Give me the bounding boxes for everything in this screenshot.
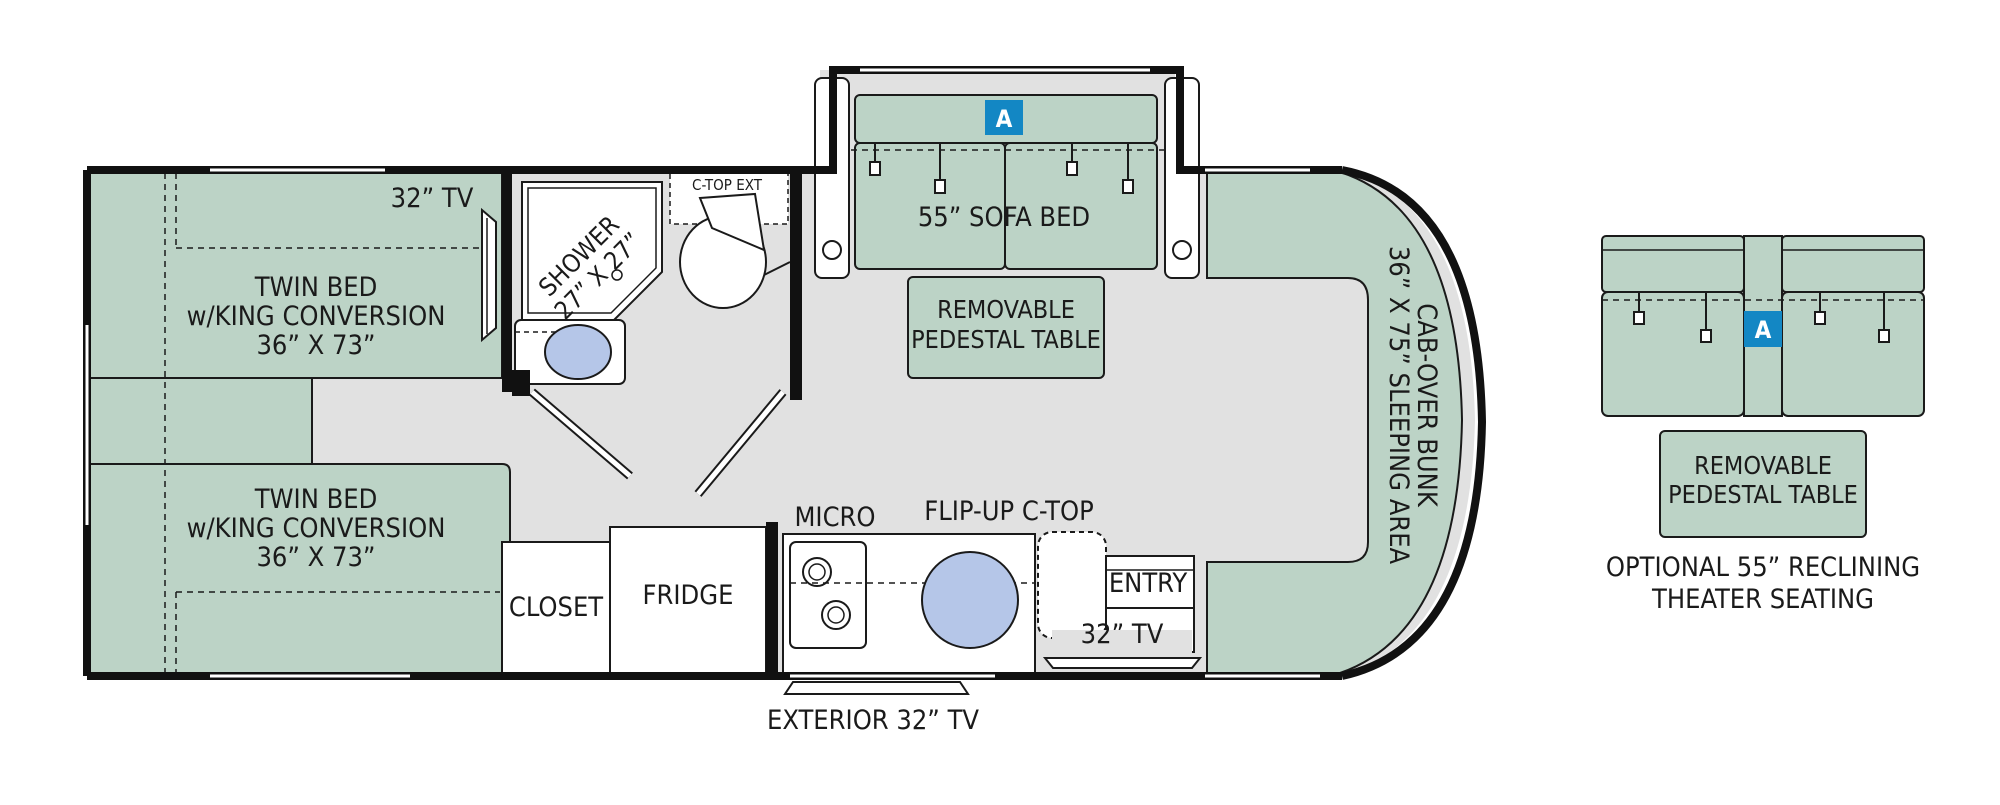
- shower-drain-icon: [611, 269, 623, 281]
- burner-1-icon: [802, 557, 832, 587]
- fridge: [609, 526, 767, 676]
- twin-bed-bottom-label-2: w/KING CONVERSION: [187, 513, 446, 544]
- windows: [85, 68, 1320, 678]
- theater-seat-right: [1781, 291, 1925, 417]
- toilet-tank-icon: [698, 192, 766, 252]
- entry-tv-icon: [1042, 657, 1203, 669]
- twin-bed-top-label-3: 36” X 73”: [256, 330, 375, 361]
- sofa-badge: [985, 100, 1023, 135]
- burner-2-icon: [821, 600, 851, 630]
- bathroom: SHOWER 27” X 27” C-TOP EXT: [512, 170, 808, 497]
- optional-table-label-2: PEDESTAL TABLE: [1668, 480, 1858, 509]
- cab-over-label-2: 36” X 75” SLEEPING AREA: [1383, 246, 1414, 565]
- galley: MICRO FLIP-UP C-TOP: [782, 496, 1107, 675]
- theater-badge: [1744, 311, 1782, 347]
- entry: ENTRY 32” TV: [1042, 555, 1203, 669]
- shower: [521, 181, 663, 321]
- cab-over-label-1: CAB-OVER BUNK: [1411, 303, 1442, 508]
- micro-label: MICRO: [794, 502, 875, 533]
- sofa-bed-seat-right: [1004, 142, 1158, 270]
- optional-caption-2: THEATER SEATING: [1651, 584, 1874, 615]
- bath-sink-icon: [544, 324, 612, 380]
- pedestal-table: REMOVABLE PEDESTAL TABLE: [907, 276, 1105, 379]
- ctop-ext-label: C-TOP EXT: [692, 176, 763, 194]
- galley-sink-icon: [921, 551, 1019, 649]
- optional-theater-seating: A REMOVABLE PEDESTAL TABLE OPTIONAL 55” …: [1601, 235, 1925, 615]
- bedroom-tv-icon: [481, 207, 497, 343]
- fridge-label: FRIDGE: [643, 580, 734, 611]
- twin-bed-top-label-1: TWIN BED: [254, 272, 378, 303]
- twin-bed-bottom-label-3: 36” X 73”: [256, 542, 375, 573]
- theater-badge-text: A: [1755, 316, 1772, 344]
- exterior-tv: EXTERIOR 32” TV: [767, 681, 979, 736]
- table-label-1: REMOVABLE: [937, 295, 1075, 324]
- closet: [501, 541, 611, 676]
- bedroom-tv-label: 32” TV: [391, 183, 474, 214]
- entry-step: [1105, 555, 1195, 609]
- closet-label: CLOSET: [509, 592, 603, 623]
- entry-label: ENTRY: [1109, 568, 1187, 599]
- sofa-badge-text: A: [996, 105, 1013, 133]
- seat-belt-icons: [869, 143, 1134, 194]
- entry-tv-label: 32” TV: [1081, 619, 1164, 650]
- cab-over-bunk: CAB-OVER BUNK 36” X 75” SLEEPING AREA: [1206, 171, 1464, 674]
- exterior-tv-icon: [783, 681, 970, 695]
- bedroom: 32” TV TWIN BED w/KING CONVERSION 36” X …: [89, 172, 511, 674]
- optional-caption-1: OPTIONAL 55” RECLINING: [1606, 552, 1920, 583]
- stove: [789, 541, 867, 649]
- flip-up-ctop-label: FLIP-UP C-TOP: [924, 496, 1093, 527]
- twin-bed-bottom-label-1: TWIN BED: [254, 484, 378, 515]
- optional-table-label-1: REMOVABLE: [1694, 451, 1832, 480]
- theater-seat-left: [1601, 291, 1745, 417]
- table-label-2: PEDESTAL TABLE: [911, 325, 1101, 354]
- closet-fridge: CLOSET FRIDGE: [501, 526, 767, 676]
- sofa-bed-label: 55” SOFA BED: [918, 202, 1090, 233]
- slide-out: A 55” SOFA BED: [814, 72, 1200, 279]
- theater-seat-right-back: [1781, 235, 1925, 293]
- exterior-tv-label: EXTERIOR 32” TV: [767, 705, 979, 736]
- interior-walls: [502, 170, 802, 676]
- optional-table: [1659, 430, 1867, 538]
- twin-bed-top-label-2: w/KING CONVERSION: [187, 301, 446, 332]
- theater-seat-belt-icons: [1633, 292, 1890, 343]
- theater-seat-left-back: [1601, 235, 1745, 293]
- bed-extension: [89, 377, 313, 465]
